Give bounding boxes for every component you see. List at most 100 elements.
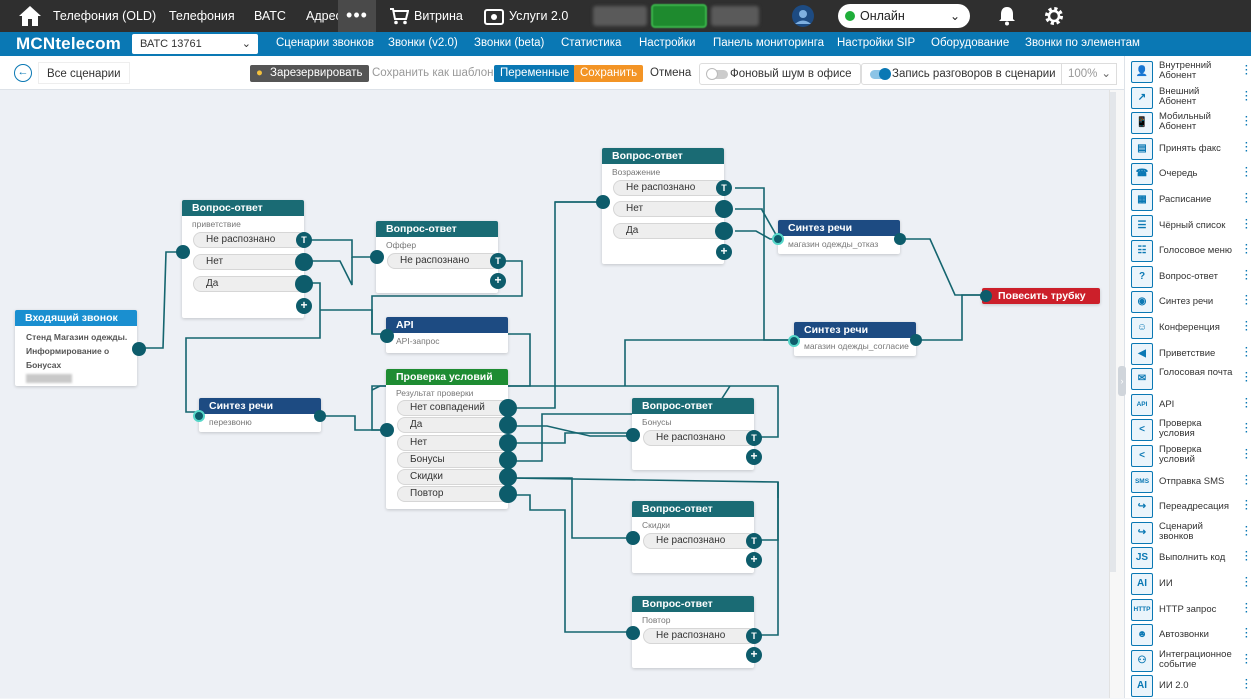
gear-icon[interactable]	[1043, 5, 1065, 27]
option-yes[interactable]: Да	[613, 223, 726, 239]
kebab-menu-icon[interactable]: ···	[1245, 214, 1249, 234]
timeout-port[interactable]: T	[746, 430, 762, 446]
add-option-button[interactable]: +	[746, 449, 762, 465]
kebab-menu-icon[interactable]: ···	[1245, 86, 1249, 106]
node-tts-consent[interactable]: Синтез речи магазин одежды_согласие	[788, 322, 922, 356]
palette-item[interactable]: ☻Автозвонки···	[1131, 624, 1249, 648]
option-no[interactable]: Нет	[193, 254, 306, 270]
palette-item[interactable]: ⚇Интеграционное событие···	[1131, 649, 1249, 674]
option-not-recognized[interactable]: Не распознано	[643, 430, 756, 446]
home-icon[interactable]	[18, 5, 42, 27]
save-template-button[interactable]: Сохранить как шаблон	[372, 67, 494, 79]
variables-button[interactable]: Переменные	[494, 65, 576, 82]
kebab-menu-icon[interactable]: ···	[1245, 675, 1249, 695]
output-port[interactable]	[499, 485, 517, 503]
timeout-port[interactable]: T	[490, 253, 506, 269]
kebab-menu-icon[interactable]: ···	[1245, 240, 1249, 260]
bg-noise-toggle[interactable]: Фоновый шум в офисе	[699, 63, 861, 85]
kebab-menu-icon[interactable]: ···	[1245, 496, 1249, 516]
palette-item[interactable]: <Проверка условий···	[1131, 445, 1249, 469]
input-port[interactable]	[626, 428, 640, 442]
palette-item[interactable]: ✉Голосовая почта···	[1131, 368, 1249, 392]
input-port[interactable]	[193, 410, 205, 422]
output-port[interactable]	[499, 399, 517, 417]
palette-item[interactable]: ◉Синтез речи···	[1131, 291, 1249, 315]
palette-item[interactable]: 📱Мобильный Абонент···	[1131, 112, 1249, 136]
collapse-palette-button[interactable]: ›	[1118, 366, 1126, 396]
add-option-button[interactable]: +	[490, 273, 506, 289]
kebab-menu-icon[interactable]: ···	[1245, 624, 1249, 644]
nav-link-statistics[interactable]: Статистика	[561, 37, 622, 49]
save-button[interactable]: Сохранить	[574, 65, 644, 82]
nav-telephony-old[interactable]: Телефония (OLD)	[53, 9, 157, 23]
add-option-button[interactable]: +	[746, 552, 762, 568]
kebab-menu-icon[interactable]: ···	[1245, 393, 1249, 413]
option-not-recognized[interactable]: Не распознано	[613, 180, 726, 196]
output-port[interactable]	[499, 468, 517, 486]
output-port[interactable]	[910, 334, 922, 346]
output-port[interactable]	[894, 233, 906, 245]
input-port[interactable]	[380, 423, 394, 437]
kebab-menu-icon[interactable]: ···	[1245, 470, 1249, 490]
timeout-port[interactable]: T	[716, 180, 732, 196]
output-port[interactable]	[132, 342, 146, 356]
scenario-canvas[interactable]: Входящий звонок Стенд Магазин одежды. Ин…	[0, 90, 1124, 698]
option-not-recognized[interactable]: Не распознано	[387, 253, 500, 269]
kebab-menu-icon[interactable]: ···	[1245, 317, 1249, 336]
timeout-port[interactable]: T	[746, 533, 762, 549]
avatar[interactable]	[791, 4, 815, 28]
nav-link-equipment[interactable]: Оборудование	[931, 37, 1010, 49]
nav-vats[interactable]: ВАТС	[254, 9, 286, 23]
add-option-button[interactable]: +	[746, 647, 762, 663]
palette-item[interactable]: ↗Внешний Абонент···	[1131, 86, 1249, 111]
nav-vitrina[interactable]: Витрина	[414, 9, 463, 23]
output-port[interactable]	[499, 434, 517, 452]
node-check-conditions[interactable]: Проверка условий Результат проверки Нет …	[380, 369, 517, 509]
node-tts-refusal[interactable]: Синтез речи магазин одежды_отказ	[772, 220, 906, 254]
node-qa-offer[interactable]: Вопрос-ответ Оффер Не распознано T +	[370, 221, 506, 293]
record-toggle[interactable]: Запись разговоров в сценарии	[861, 63, 1065, 85]
zoom-select[interactable]: 100%⌄	[1061, 63, 1117, 85]
palette-item[interactable]: ▤Принять факс···	[1131, 137, 1249, 162]
input-port[interactable]	[626, 626, 640, 640]
kebab-menu-icon[interactable]: ···	[1245, 547, 1249, 567]
option-bonuses[interactable]: Бонусы	[397, 452, 510, 468]
node-qa-repeat[interactable]: Вопрос-ответ Повтор Не распознано T +	[626, 596, 762, 668]
node-qa-greeting[interactable]: Вопрос-ответ приветствие Не распознано Н…	[176, 200, 313, 318]
nav-link-calls-by-element[interactable]: Звонки по элементам	[1025, 37, 1140, 49]
input-port[interactable]	[772, 233, 784, 245]
option-not-recognized[interactable]: Не распознано	[643, 533, 756, 549]
add-option-button[interactable]: +	[296, 298, 312, 314]
palette-item[interactable]: ↪Сценарий звонков···	[1131, 521, 1249, 546]
kebab-menu-icon[interactable]: ···	[1245, 342, 1249, 362]
nav-telephony[interactable]: Телефония	[169, 9, 235, 23]
output-port[interactable]	[295, 253, 313, 271]
option-discounts[interactable]: Скидки	[397, 469, 510, 485]
kebab-menu-icon[interactable]: ···	[1245, 265, 1249, 285]
more-menu-button[interactable]: •••	[338, 0, 376, 32]
input-port[interactable]	[596, 195, 610, 209]
kebab-menu-icon[interactable]: ···	[1245, 649, 1249, 669]
kebab-menu-icon[interactable]: ···	[1245, 112, 1249, 132]
option-not-recognized[interactable]: Не распознано	[643, 628, 756, 644]
kebab-menu-icon[interactable]: ···	[1245, 521, 1249, 541]
option-yes[interactable]: Да	[397, 417, 510, 433]
bell-icon[interactable]	[997, 6, 1017, 26]
cancel-button[interactable]: Отмена	[650, 67, 692, 79]
node-qa-bonuses[interactable]: Вопрос-ответ Бонусы Не распознано T +	[626, 398, 762, 470]
nav-link-calls-beta[interactable]: Звонки (beta)	[474, 37, 545, 49]
option-repeat[interactable]: Повтор	[397, 486, 510, 502]
input-port[interactable]	[176, 245, 190, 259]
nav-link-sip[interactable]: Настройки SIP	[837, 37, 916, 49]
node-api[interactable]: API API-запрос	[380, 317, 508, 353]
input-port[interactable]	[980, 290, 992, 302]
input-port[interactable]	[380, 329, 394, 343]
node-qa-discounts[interactable]: Вопрос-ответ Скидки Не распознано T +	[626, 501, 762, 573]
kebab-menu-icon[interactable]: ···	[1245, 61, 1249, 80]
